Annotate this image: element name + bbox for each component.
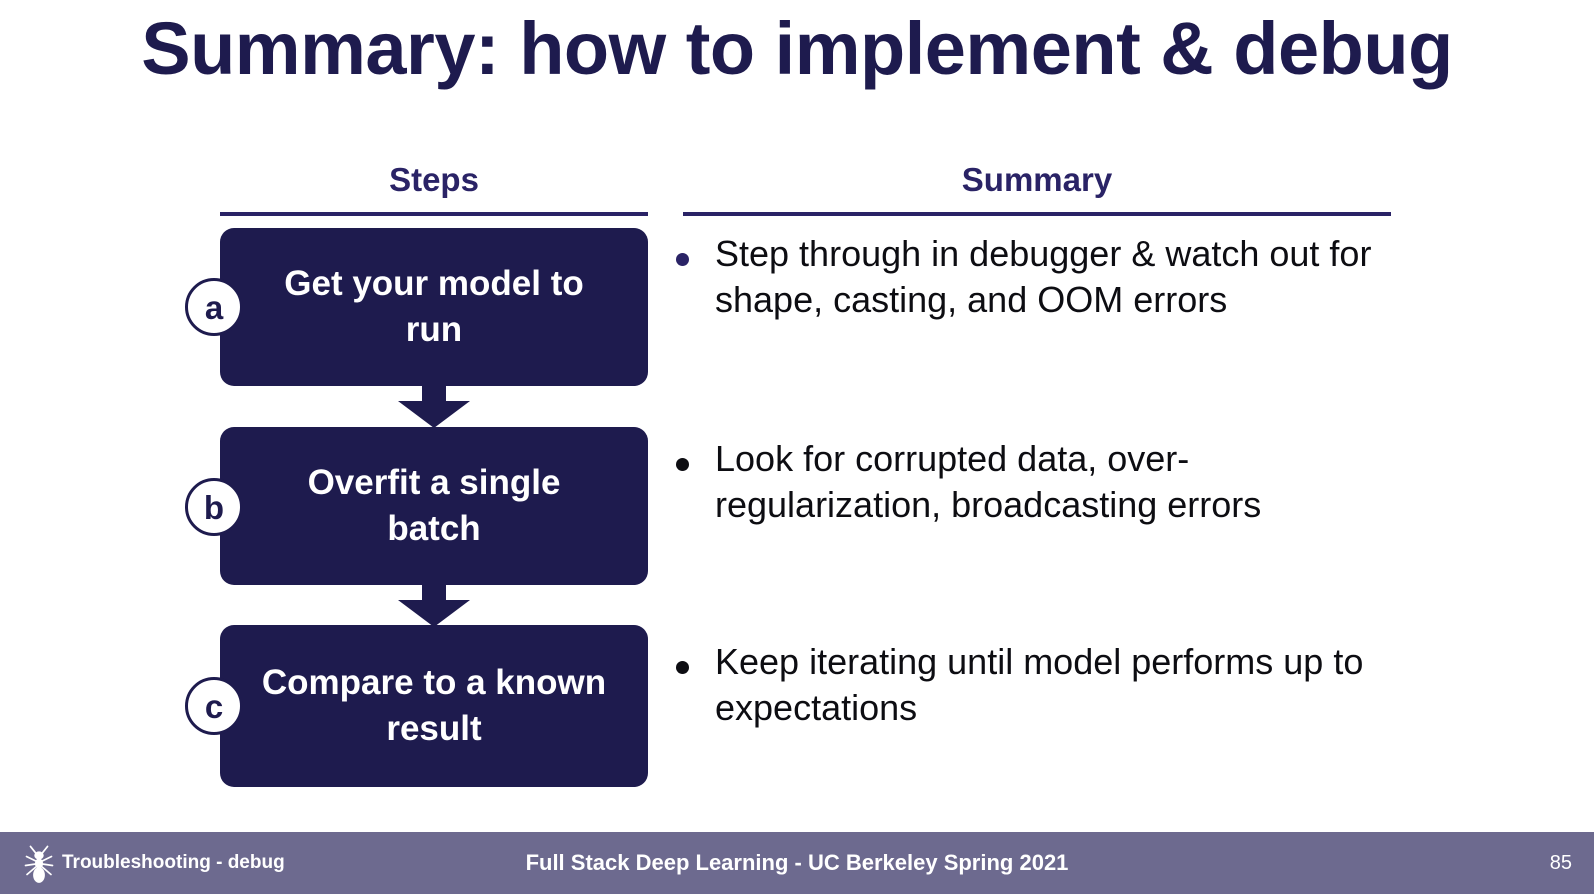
step-box-b[interactable]: Overfit a single batch — [220, 427, 648, 585]
steps-column-header: Steps — [389, 161, 479, 198]
footer-bar: Troubleshooting - debug Full Stack Deep … — [0, 832, 1594, 894]
step-box-a[interactable]: Get your model to run — [220, 228, 648, 386]
bullet-dot-icon — [676, 458, 689, 471]
ant-logo-icon — [16, 841, 62, 887]
list-item: Look for corrupted data, over-regulariza… — [676, 436, 1406, 528]
summary-bullet-text: Step through in debugger & watch out for… — [715, 233, 1372, 321]
page-title: Summary: how to implement & debug — [141, 7, 1453, 90]
summary-column-divider — [683, 212, 1391, 216]
steps-flow: Get your model to run a Overfit a single… — [0, 0, 680, 830]
step-badge-b: b — [185, 478, 243, 536]
list-item: Step through in debugger & watch out for… — [676, 231, 1406, 323]
step-badge-c: c — [185, 677, 243, 735]
bullet-dot-icon — [676, 253, 689, 266]
step-box-c[interactable]: Compare to a known result — [220, 625, 648, 787]
summary-bullet-text: Keep iterating until model performs up t… — [715, 641, 1364, 729]
footer-page-number: 85 — [1549, 851, 1572, 874]
flow-arrow-a-to-b — [398, 384, 470, 428]
summary-bullet-text: Look for corrupted data, over-regulariza… — [715, 438, 1262, 526]
summary-column-header: Summary — [961, 161, 1113, 198]
list-item: Keep iterating until model performs up t… — [676, 639, 1406, 731]
bullet-dot-icon — [676, 661, 689, 674]
step-box-a-label: Get your model to run — [284, 263, 584, 349]
flow-arrow-b-to-c — [398, 583, 470, 627]
step-box-b-label: Overfit a single batch — [307, 462, 561, 548]
step-box-c-label: Compare to a known result — [261, 662, 607, 748]
footer-section-label: Troubleshooting - debug — [62, 852, 285, 873]
steps-column-divider — [220, 212, 648, 216]
step-badge-a: a — [185, 278, 243, 336]
